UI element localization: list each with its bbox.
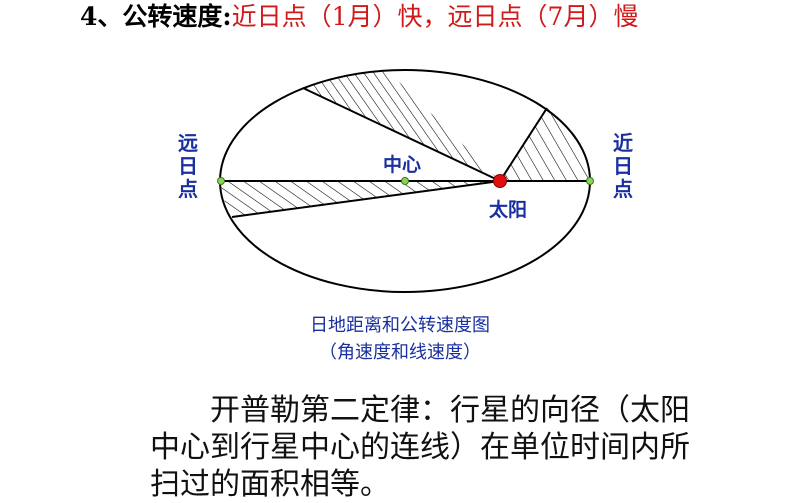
kepler-second-law: 开普勒第二定律：行星的向径（太阳中心到行星中心的连线）在单位时间内所扫过的面积相… [150,392,710,503]
perihelion-sector [500,108,591,181]
aphelion-point [217,177,225,185]
perihelion-label: 近日点 [613,131,633,201]
sun-icon [493,174,507,188]
aphelion-label: 远日点 [178,131,198,201]
top-sector [303,71,500,181]
heading-number: 4、 [80,2,123,31]
diagram-caption-subtitle: （角速度和线速度） [319,342,481,363]
heading-value: 近日点（1月）快，远日点（7月）慢 [231,2,639,31]
perihelion-point [586,177,594,185]
sun-label: 太阳 [489,199,528,221]
orbit-diagram [217,69,594,293]
heading: 4、公转速度:近日点（1月）快，远日点（7月）慢 [80,0,638,34]
center-label: 中心 [383,154,422,176]
diagram-caption-title: 日地距离和公转速度图 [310,315,490,336]
center-point [401,177,409,185]
heading-label: 公转速度: [122,2,232,31]
law-text: 开普勒第二定律：行星的向径（太阳中心到行星中心的连线）在单位时间内所扫过的面积相… [150,393,690,502]
